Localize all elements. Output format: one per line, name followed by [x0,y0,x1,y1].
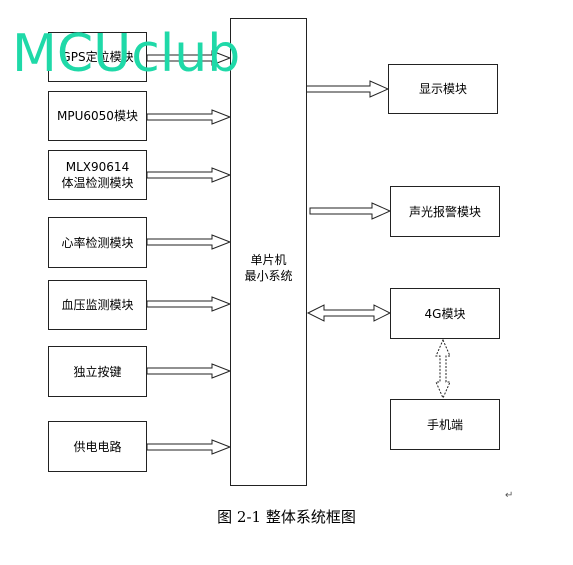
arrow-key-to-mcu [146,363,232,379]
arrow-4g-phone-bidirectional [435,338,451,400]
arrow-mpu6050-to-mcu [146,109,232,125]
phone-terminal-box: 手机端 [390,399,500,450]
blood-pressure-module-label: 血压监测模块 [61,298,134,312]
key-module-box: 独立按键 [48,346,147,397]
mpu6050-module-box: MPU6050模块 [48,91,147,141]
arrow-power-to-mcu [146,439,232,455]
arrow-mcu-to-alarm [309,202,392,220]
arrow-blood-pressure-to-mcu [146,296,232,312]
display-module-label: 显示模块 [418,82,467,96]
4g-module-label: 4G模块 [424,306,466,321]
alarm-module-label: 声光报警模块 [408,204,481,219]
mcu-minimum-system-box: 单片机 最小系统 [230,18,307,486]
gps-module-box: GPS定位模块 [48,32,147,82]
paragraph-mark: ↵ [505,490,514,501]
mlx90614-module-box: MLX90614 体温检测模块 [48,150,147,200]
display-module-box: 显示模块 [388,64,498,114]
power-module-label: 供电电路 [73,439,122,454]
arrow-mcu-4g-bidirectional [306,304,392,322]
arrow-heart-rate-to-mcu [146,234,232,250]
mcu-label: 单片机 最小系统 [244,253,293,283]
arrow-mcu-to-display [305,80,390,98]
blood-pressure-module-box: 血压监测模块 [48,280,147,330]
mlx90614-module-label: MLX90614 体温检测模块 [61,160,134,190]
phone-terminal-label: 手机端 [426,417,463,432]
mpu6050-module-label: MPU6050模块 [57,109,138,123]
heart-rate-module-box: 心率检测模块 [48,217,147,268]
gps-module-label: GPS定位模块 [61,50,134,64]
power-module-box: 供电电路 [48,421,147,472]
key-module-label: 独立按键 [73,364,122,379]
4g-module-box: 4G模块 [390,288,500,339]
arrow-mlx90614-to-mcu [146,167,232,183]
heart-rate-module-label: 心率检测模块 [61,235,134,250]
arrow-gps-to-mcu [146,50,232,66]
figure-caption: 图 2-1 整体系统框图 [217,508,356,526]
alarm-module-box: 声光报警模块 [390,186,500,237]
